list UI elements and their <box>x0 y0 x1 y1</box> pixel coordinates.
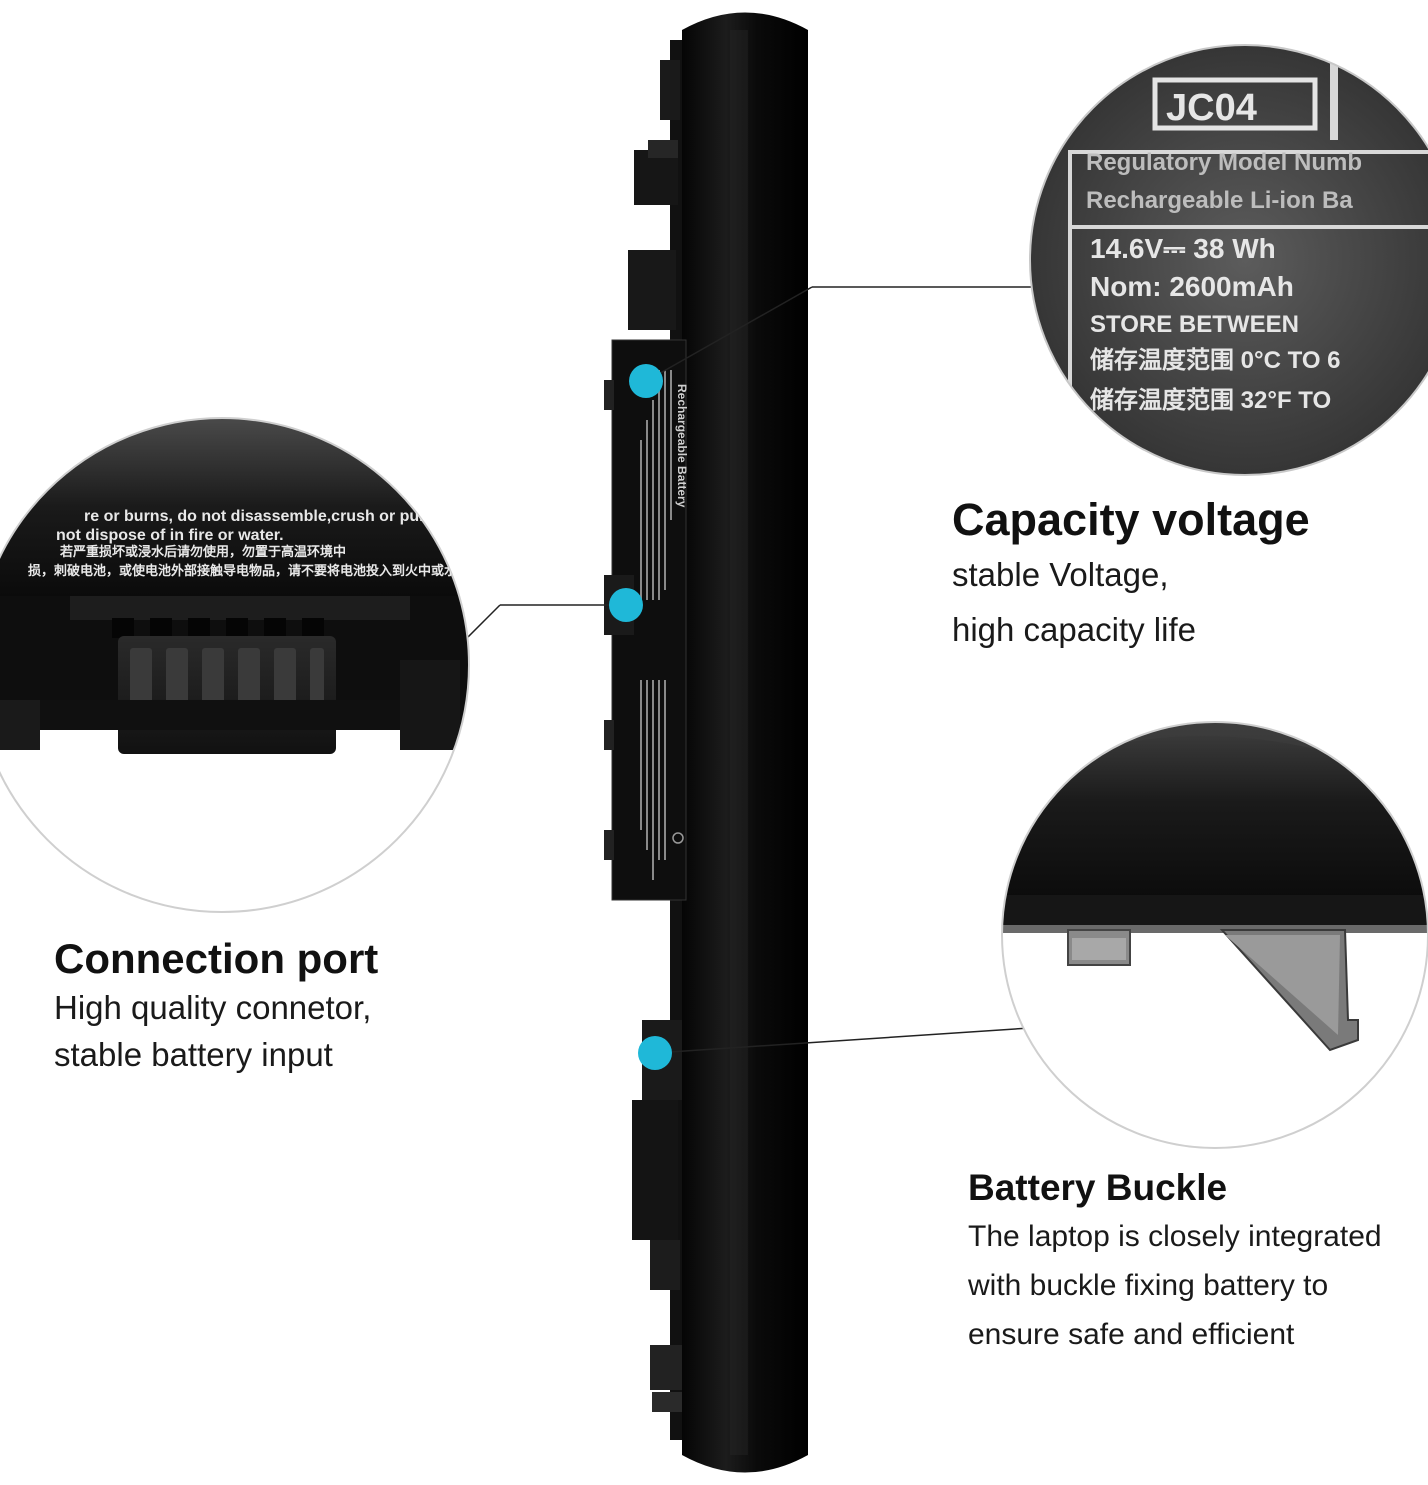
feature-buckle: Battery Buckle The laptop is closely int… <box>968 1166 1382 1357</box>
feature-capacity: Capacity voltage stable Voltage, high ca… <box>952 494 1310 656</box>
callout-dot-connection <box>609 588 643 622</box>
feature-buckle-title: Battery Buckle <box>968 1167 1228 1208</box>
zoom-line-6: 储存温度范围 0°C TO 6 <box>1090 346 1341 374</box>
callout-dot-capacity <box>629 364 663 398</box>
feature-buckle-line-1: The laptop is closely integrated <box>968 1220 1382 1253</box>
feature-capacity-line-2: high capacity life <box>952 611 1196 648</box>
zoom-line-2: Rechargeable Li-ion Ba <box>1086 187 1353 214</box>
buckle-clip-large <box>1219 929 1359 1052</box>
zoom-circle-connector <box>0 417 470 913</box>
zoom-circle-buckle <box>1001 721 1428 1149</box>
feature-connection-title: Connection port <box>54 935 379 982</box>
feature-buckle-line-3: ensure safe and efficient <box>968 1318 1295 1351</box>
feature-connection-line-2: stable battery input <box>54 1036 333 1073</box>
feature-capacity-title: Capacity voltage <box>952 494 1310 545</box>
zoom-line-1: Regulatory Model Numb <box>1086 149 1362 176</box>
zoom-connector-line-4: 损，刺破电池，或使电池外部接触导电物品，请不要将电池投入到火中或水中 <box>28 563 470 578</box>
feature-connection: Connection port High quality connetor, s… <box>54 934 378 1078</box>
feature-connection-line-1: High quality connetor, <box>54 989 372 1026</box>
battery-label-title: Rechargeable Battery <box>675 384 689 508</box>
callout-dot-buckle <box>638 1036 672 1070</box>
zoom-model-text: JC04 <box>1166 87 1257 129</box>
battery-body <box>682 12 808 1473</box>
zoom-line-3: 14.6V⎓ 38 Wh <box>1090 233 1276 264</box>
zoom-circle-capacity <box>1029 44 1428 476</box>
zoom-connector-line-1: re or burns, do not disassemble,crush or… <box>84 508 438 525</box>
zoom-line-4: Nom: 2600mAh <box>1090 271 1294 302</box>
zoom-line-5: STORE BETWEEN <box>1090 311 1299 338</box>
zoom-connector-line-3: 若严重损坏或浸水后请勿使用，勿置于高温环境中 <box>59 544 346 559</box>
feature-buckle-line-2: with buckle fixing battery to <box>968 1269 1329 1302</box>
battery-label-panel <box>604 339 687 901</box>
zoom-connector-line-2: not dispose of in fire or water. <box>56 527 284 544</box>
zoom-line-7: 储存温度范围 32°F TO <box>1090 386 1331 414</box>
buckle-clip-small <box>1067 929 1131 966</box>
feature-capacity-line-1: stable Voltage, <box>952 556 1169 593</box>
